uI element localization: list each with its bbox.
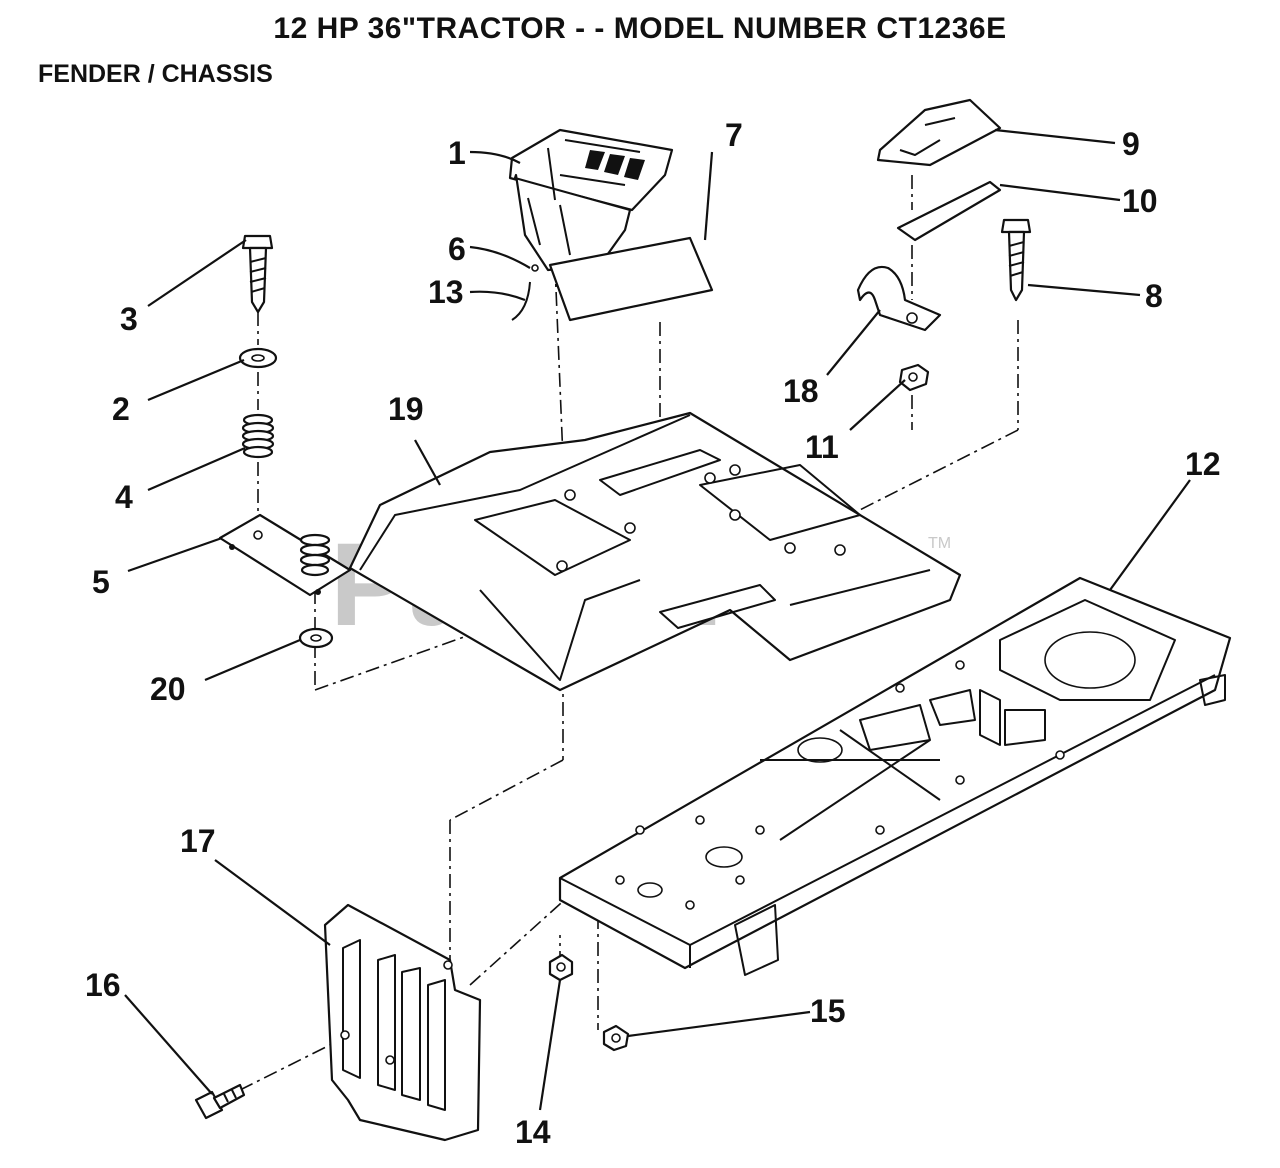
callout-19[interactable]: 19 <box>388 391 424 427</box>
diagram-title: 12 HP 36"TRACTOR - - MODEL NUMBER CT1236… <box>273 12 1007 45</box>
part-screw-8[interactable] <box>1000 218 1032 302</box>
part-clamp-18[interactable] <box>856 265 942 332</box>
part-washer-2[interactable] <box>238 347 278 369</box>
callout-8[interactable]: 8 <box>1145 278 1163 314</box>
part-spring-4[interactable] <box>241 413 275 459</box>
callout-20[interactable]: 20 <box>150 671 186 707</box>
watermark-trademark: TM <box>928 535 951 552</box>
callout-1[interactable]: 1 <box>448 135 466 171</box>
part-box-1[interactable] <box>508 128 674 272</box>
leader-lines <box>124 128 1191 1111</box>
part-plate-5[interactable] <box>218 513 352 597</box>
callout-5[interactable]: 5 <box>92 564 110 600</box>
part-bracket-9[interactable] <box>876 98 1002 167</box>
part-decal-7[interactable] <box>548 236 714 322</box>
diagram-subtitle: FENDER / CHASSIS <box>38 60 273 88</box>
part-sideplate-17[interactable] <box>323 903 482 1142</box>
callout-4[interactable]: 4 <box>115 479 133 515</box>
part-washer-20[interactable] <box>298 627 334 649</box>
part-small-6-13[interactable] <box>511 264 539 321</box>
part-nut-15[interactable] <box>602 1024 630 1052</box>
callout-17[interactable]: 17 <box>180 823 216 859</box>
part-nut-11[interactable] <box>898 363 930 392</box>
callout-3[interactable]: 3 <box>120 301 138 337</box>
callout-15[interactable]: 15 <box>810 993 846 1029</box>
part-chassis-12[interactable] <box>558 576 1232 976</box>
callout-2[interactable]: 2 <box>112 391 130 427</box>
callout-16[interactable]: 16 <box>85 967 121 1003</box>
part-fender-19[interactable] <box>348 411 962 692</box>
part-bracket-10[interactable] <box>896 180 1002 242</box>
part-bolt-16[interactable] <box>194 1083 246 1120</box>
part-nut-14[interactable] <box>548 953 574 982</box>
callout-10[interactable]: 10 <box>1122 183 1158 219</box>
callout-labels: 1 2 3 4 5 6 7 8 9 10 11 12 13 14 15 16 1… <box>85 117 1221 1150</box>
callout-18[interactable]: 18 <box>783 373 819 409</box>
part-screw-3[interactable] <box>241 234 274 314</box>
callout-9[interactable]: 9 <box>1122 126 1140 162</box>
callout-7[interactable]: 7 <box>725 117 743 153</box>
callout-11[interactable]: 11 <box>805 429 839 465</box>
callout-13[interactable]: 13 <box>428 274 464 310</box>
callout-6[interactable]: 6 <box>448 231 466 267</box>
callout-12[interactable]: 12 <box>1185 446 1221 482</box>
callout-14[interactable]: 14 <box>515 1114 551 1150</box>
